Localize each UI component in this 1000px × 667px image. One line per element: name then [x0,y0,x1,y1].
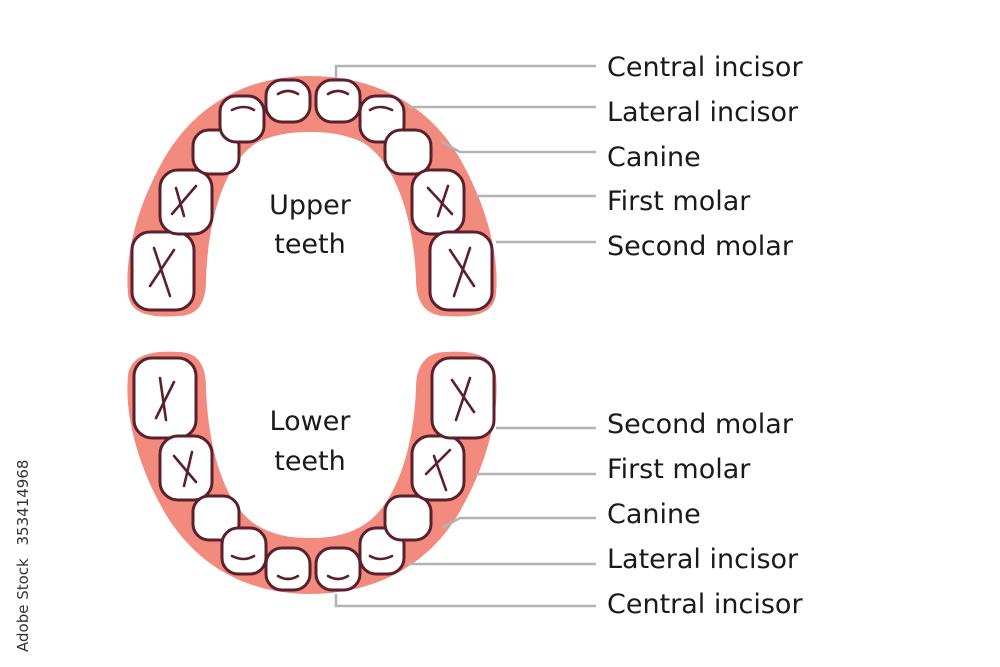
label-lower-first-molar: First molar [607,454,751,485]
lower-left-first-molar-cusp-mark [172,450,198,488]
upper-right-canine [383,128,433,176]
label-lower-second-molar: Second molar [607,409,794,440]
lower-right-central-incisor-edge [326,574,350,581]
lower-right-lateral-incisor-edge [368,554,394,561]
lower-left-first-molar [158,434,214,502]
lower-leader-lines [334,426,596,608]
lower-left-lateral-incisor-edge [230,554,256,561]
stock-id-number: 353414968 [14,460,32,546]
lower-labels: Second molar First molar Canine Lateral … [607,409,803,620]
lower-jaw-title-line2: teeth [274,446,346,477]
label-lower-lateral-incisor: Lateral incisor [607,544,799,575]
upper-jaw-title-line1: Upper [269,190,352,221]
leader-upper-canine [441,140,596,154]
label-upper-lateral-incisor: Lateral incisor [607,97,799,128]
label-upper-second-molar: Second molar [607,231,794,262]
lower-right-second-molar-cusp-mark [450,376,476,422]
lower-right-first-molar-cusp-mark [424,448,452,492]
label-upper-central-incisor: Central incisor [607,52,803,83]
lower-right-canine [383,494,433,542]
label-lower-canine: Canine [607,499,701,530]
lower-left-second-molar-cusp-mark [154,376,176,422]
lower-left-canine [191,494,241,542]
lower-left-central-incisor-edge [276,574,300,581]
lower-left-central-incisor [264,546,312,592]
upper-right-central-incisor-edge [326,89,350,96]
label-upper-canine: Canine [607,142,701,173]
stock-watermark: Adobe Stock 353414968 [14,460,32,652]
leader-lower-canine [441,516,596,530]
stock-logo-text: Adobe Stock [14,558,32,652]
label-lower-central-incisor: Central incisor [607,589,803,620]
lower-jaw-title-line1: Lower [270,406,352,437]
upper-left-first-molar-cusp-mark [170,184,198,218]
lower-left-lateral-incisor [220,526,268,576]
upper-left-second-molar-cusp-mark [148,246,176,298]
upper-right-first-molar-cusp-mark [426,184,454,218]
lower-jaw: Lower teeth [127,351,497,594]
upper-left-lateral-incisor [218,94,266,144]
stock-watermark-text: Adobe Stock 353414968 [14,460,32,652]
upper-right-first-molar [410,168,466,236]
upper-right-second-molar-cusp-mark [448,246,476,298]
leader-lower-central-incisor [334,594,596,608]
leader-upper-central-incisor [334,64,596,78]
lower-right-central-incisor [314,546,362,592]
upper-labels: Central incisor Lateral incisor Canine F… [607,52,803,262]
upper-jaw-title-line2: teeth [274,229,346,260]
upper-left-central-incisor [264,78,312,124]
upper-left-central-incisor-edge [276,89,300,96]
upper-left-lateral-incisor-edge [230,105,256,112]
upper-left-first-molar [158,168,214,236]
upper-leader-lines [334,64,596,244]
upper-right-lateral-incisor-edge [368,105,394,112]
upper-right-central-incisor [314,78,362,124]
upper-jaw: Upper teeth [127,76,497,317]
label-upper-first-molar: First molar [607,186,751,217]
